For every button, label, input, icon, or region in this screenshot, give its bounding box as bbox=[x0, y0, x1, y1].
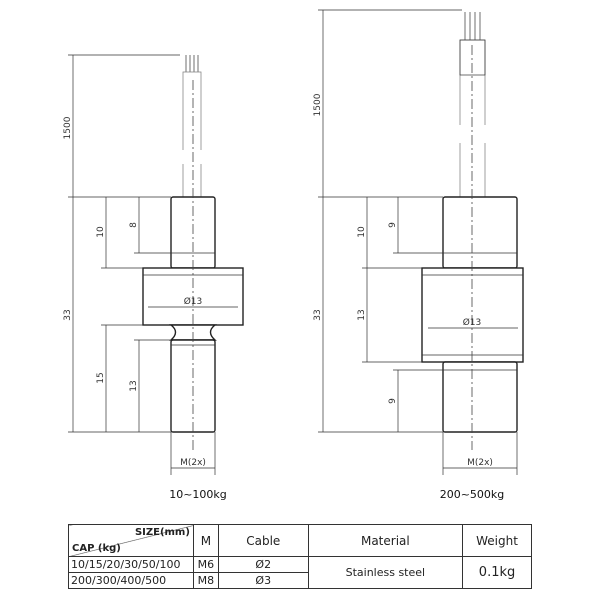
m-header: M bbox=[192, 524, 219, 557]
material-cell: Stainless steel bbox=[307, 556, 464, 589]
dim-thread: M(2x) bbox=[180, 458, 206, 468]
cap-cell: 200/300/400/500 bbox=[68, 572, 194, 589]
dim-thread: M(2x) bbox=[467, 458, 493, 468]
dim-9-top: 9 bbox=[388, 222, 398, 228]
dim-33: 33 bbox=[313, 309, 323, 320]
dim-13: 13 bbox=[129, 380, 139, 391]
cable-header: Cable bbox=[217, 524, 309, 557]
cap-cell: 10/15/20/30/50/100 bbox=[68, 556, 194, 573]
dim-15: 15 bbox=[96, 372, 106, 383]
right-sensor-drawing: 1500 33 10 9 13 9 Ø13 M(2x) 200~500kg bbox=[313, 9, 524, 501]
dim-9-bottom: 9 bbox=[388, 398, 398, 404]
dim-10: 10 bbox=[357, 226, 367, 238]
spec-table: SIZE(mm) CAP (kg) M Cable Material Weigh… bbox=[68, 524, 532, 589]
dim-diameter: Ø13 bbox=[184, 296, 203, 307]
dim-1500: 1500 bbox=[63, 116, 73, 139]
dim-diameter: Ø13 bbox=[463, 317, 482, 328]
weight-cell: 0.1kg bbox=[462, 556, 532, 589]
m-cell: M8 bbox=[192, 572, 219, 589]
left-sensor-drawing: 1500 33 10 8 15 13 Ø13 M(2x) 10~100kg bbox=[63, 54, 244, 501]
cable-cell: Ø3 bbox=[217, 572, 309, 589]
m-cell: M6 bbox=[192, 556, 219, 573]
table-row: 10/15/20/30/50/100 M6 Ø2 Stainless steel… bbox=[68, 556, 532, 589]
dim-1500: 1500 bbox=[313, 93, 323, 116]
weight-header: Weight bbox=[462, 524, 532, 557]
table-row: 200/300/400/500 M8 Ø3 bbox=[68, 572, 532, 589]
right-caption: 200~500kg bbox=[440, 488, 505, 501]
cap-header: CAP (kg) bbox=[72, 543, 121, 554]
cable-cell: Ø2 bbox=[217, 556, 309, 573]
dim-8: 8 bbox=[129, 222, 139, 228]
table-header-row: SIZE(mm) CAP (kg) M Cable Material Weigh… bbox=[68, 524, 532, 557]
material-header: Material bbox=[307, 524, 464, 557]
size-header: SIZE(mm) bbox=[134, 527, 190, 538]
dim-10: 10 bbox=[96, 226, 106, 238]
dim-13: 13 bbox=[357, 309, 367, 320]
dim-33: 33 bbox=[63, 309, 73, 320]
left-caption: 10~100kg bbox=[169, 488, 227, 501]
size-cap-header: SIZE(mm) CAP (kg) bbox=[68, 524, 194, 557]
